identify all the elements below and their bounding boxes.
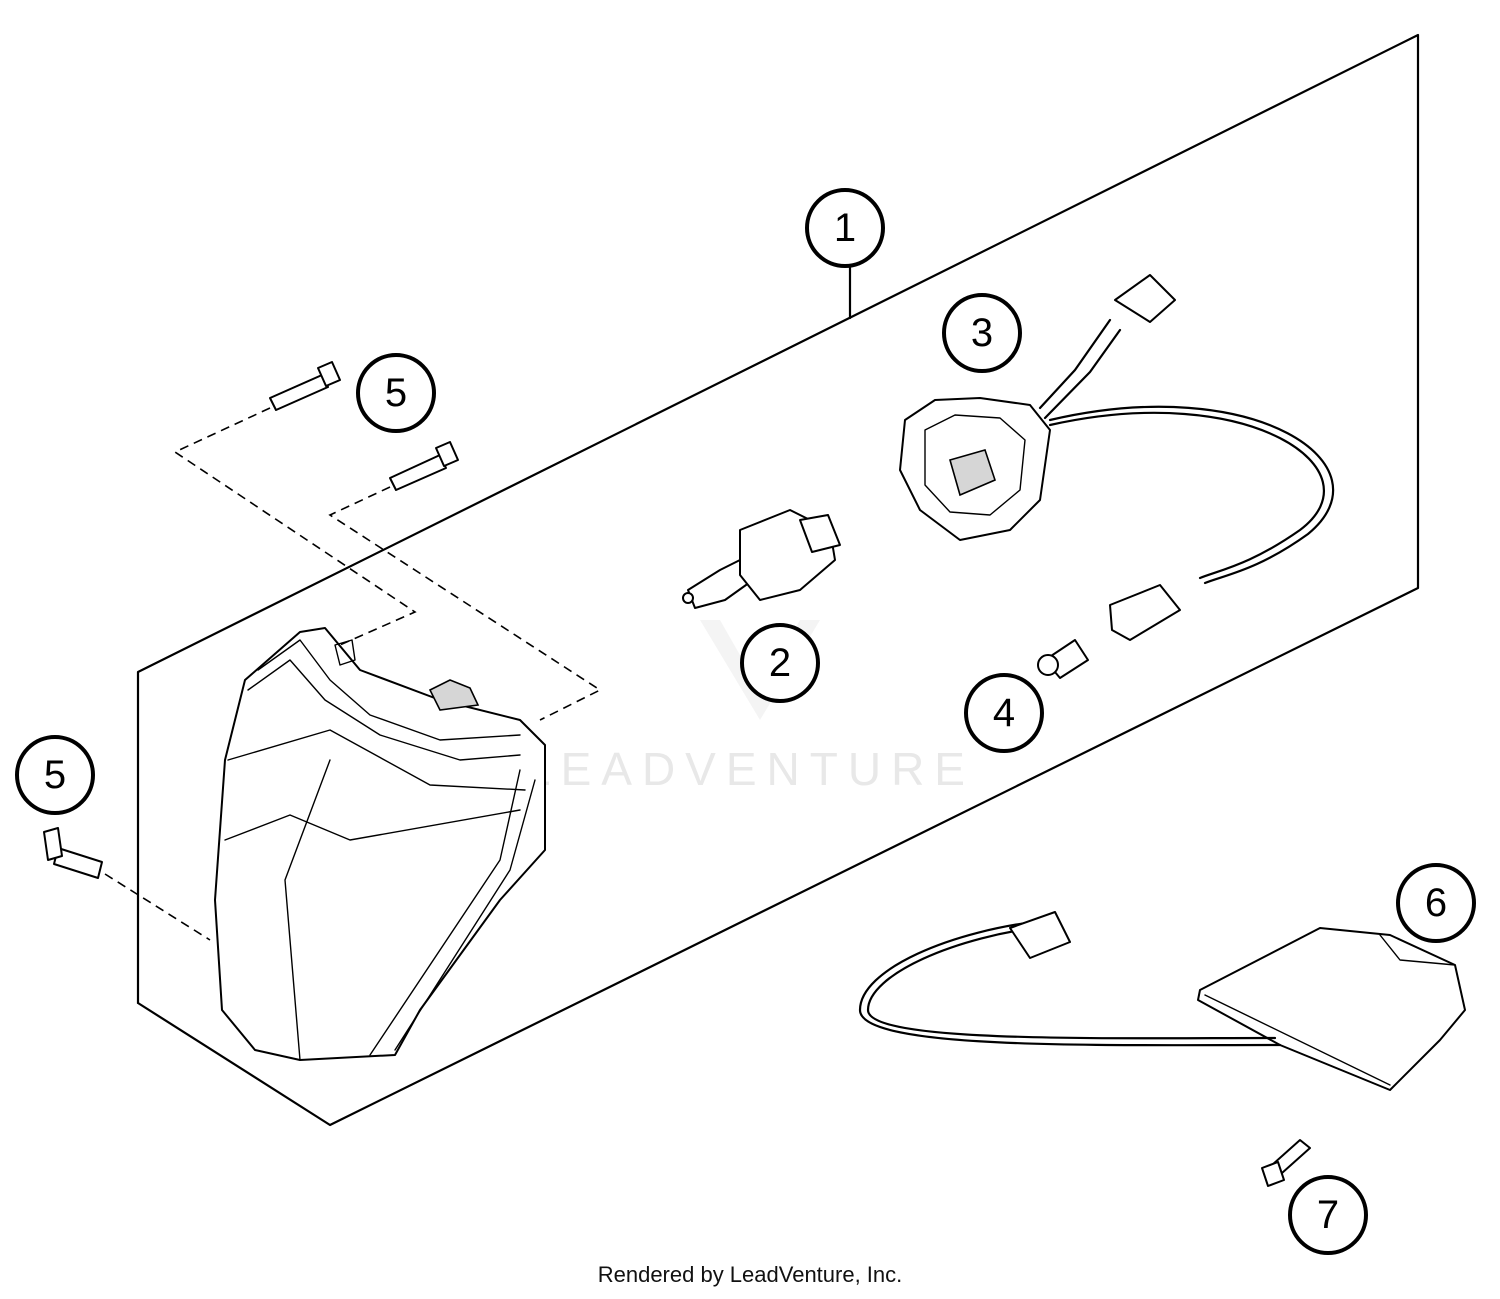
callout-3: 3 bbox=[942, 293, 1022, 373]
headlight-bulb bbox=[682, 509, 841, 609]
callout-label-5-left: 5 bbox=[44, 753, 66, 797]
callout-5-left: 5 bbox=[15, 735, 95, 815]
callout-4: 4 bbox=[964, 673, 1044, 753]
bolt-upper-right bbox=[389, 441, 459, 491]
dashed-leader-bolt-a bbox=[173, 407, 417, 646]
callout-label-4: 4 bbox=[993, 691, 1015, 735]
callout-label-2: 2 bbox=[769, 641, 791, 685]
callout-2: 2 bbox=[740, 623, 820, 703]
callout-7: 7 bbox=[1288, 1175, 1368, 1255]
callout-5-upper: 5 bbox=[356, 353, 436, 433]
watermark-text: LEADVENTURE bbox=[525, 743, 975, 795]
callout-label-1: 1 bbox=[834, 206, 856, 250]
parking-bulb bbox=[1037, 584, 1181, 679]
bulb-socket-holder bbox=[899, 274, 1335, 585]
led-light-unit bbox=[858, 911, 1466, 1091]
bolt-upper-left bbox=[269, 361, 341, 411]
callout-label-7: 7 bbox=[1317, 1193, 1339, 1237]
assembly-frame bbox=[136, 33, 1420, 1127]
headlight-housing bbox=[214, 627, 546, 1061]
dashed-leader-bolt-c bbox=[104, 873, 211, 941]
callout-label-5-upper: 5 bbox=[385, 371, 407, 415]
dashed-leader-bolt-b bbox=[328, 486, 602, 721]
callout-6: 6 bbox=[1396, 863, 1476, 943]
screw bbox=[1261, 1139, 1311, 1187]
callout-label-3: 3 bbox=[971, 311, 993, 355]
footer-credit: Rendered by LeadVenture, Inc. bbox=[597, 1262, 903, 1287]
callout-1: 1 bbox=[805, 188, 885, 268]
callout-label-6: 6 bbox=[1425, 881, 1447, 925]
bolt-left bbox=[43, 827, 103, 879]
